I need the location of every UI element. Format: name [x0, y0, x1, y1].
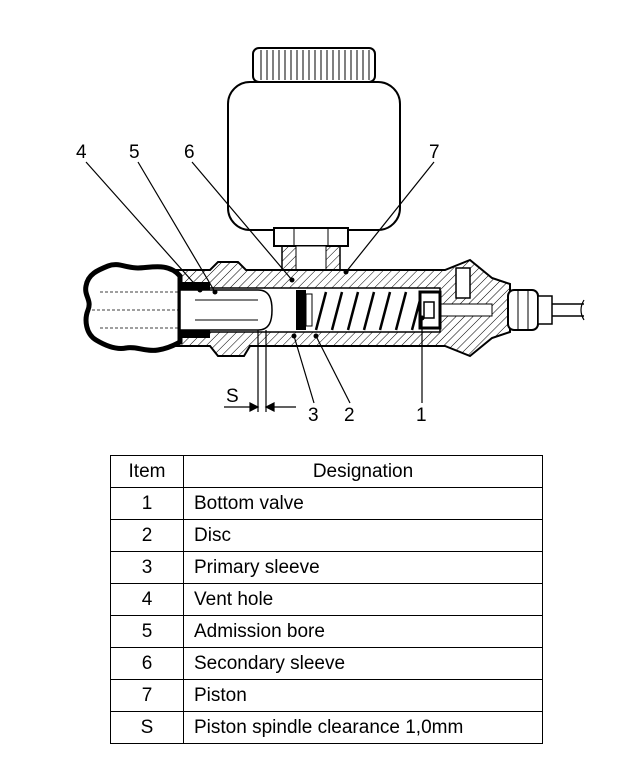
- table-row: 3 Primary sleeve: [110, 551, 543, 584]
- piston: [179, 282, 273, 338]
- table-row: 1 Bottom valve: [110, 487, 543, 520]
- item-cell: 2: [110, 519, 184, 552]
- table-row: 5 Admission bore: [110, 615, 543, 648]
- bottom-valve: [418, 290, 442, 330]
- designation-cell: Piston: [183, 679, 543, 712]
- master-cylinder-diagram: 4 5 6 7 S 3 2 1: [76, 47, 585, 426]
- outlet-fitting: [507, 289, 553, 331]
- designation-cell: Piston spindle clearance 1,0mm: [183, 711, 543, 744]
- rubber-boot: [83, 262, 183, 353]
- callout-s: S: [226, 386, 239, 407]
- spring: [314, 291, 422, 331]
- header-designation: Designation: [183, 455, 543, 488]
- callout-1: 1: [416, 405, 427, 426]
- table-row: 4 Vent hole: [110, 583, 543, 616]
- callout-5: 5: [129, 142, 140, 163]
- leader-dots: [197, 269, 425, 339]
- item-cell: 3: [110, 551, 184, 584]
- table-row: 2 Disc: [110, 519, 543, 552]
- brake-pipe: [552, 299, 585, 321]
- callout-7: 7: [429, 142, 440, 163]
- leader-lines: [85, 161, 435, 404]
- item-cell: 4: [110, 583, 184, 616]
- designation-cell: Primary sleeve: [183, 551, 543, 584]
- primary-sleeve: [305, 293, 313, 327]
- table-row: S Piston spindle clearance 1,0mm: [110, 711, 543, 744]
- callout-3: 3: [308, 405, 319, 426]
- disc: [296, 290, 306, 330]
- designation-cell: Disc: [183, 519, 543, 552]
- reservoir-neck: [273, 227, 349, 271]
- item-cell: 7: [110, 679, 184, 712]
- table-row: 6 Secondary sleeve: [110, 647, 543, 680]
- designation-cell: Vent hole: [183, 583, 543, 616]
- table-row: 7 Piston: [110, 679, 543, 712]
- designation-cell: Admission bore: [183, 615, 543, 648]
- callout-4: 4: [76, 142, 87, 163]
- designation-cell: Secondary sleeve: [183, 647, 543, 680]
- callout-6: 6: [184, 142, 195, 163]
- item-cell: 5: [110, 615, 184, 648]
- reservoir: [227, 81, 401, 231]
- designation-cell: Bottom valve: [183, 487, 543, 520]
- callout-2: 2: [344, 405, 355, 426]
- boot-centerlines: [92, 291, 180, 329]
- legend-table: Item Designation 1 Bottom valve 2 Disc 3…: [110, 455, 543, 744]
- reservoir-cap: [252, 47, 376, 83]
- legend-header-row: Item Designation: [110, 455, 543, 488]
- clearance-dimension: [224, 330, 296, 412]
- header-item: Item: [110, 455, 184, 488]
- item-cell: 1: [110, 487, 184, 520]
- item-cell: 6: [110, 647, 184, 680]
- item-cell: S: [110, 711, 184, 744]
